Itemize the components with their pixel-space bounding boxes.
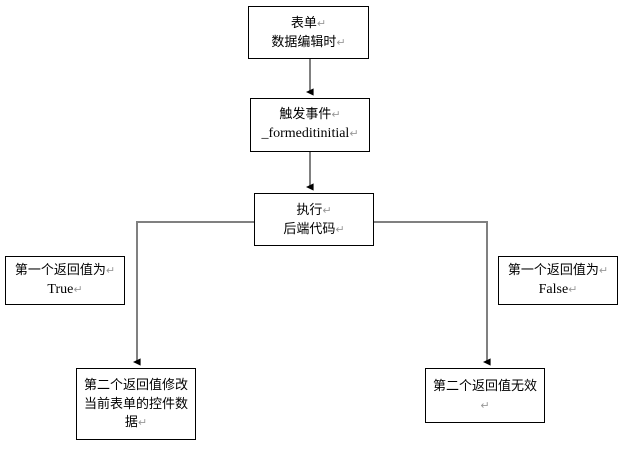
form-edit-node[interactable]: 表单↵ 数据编辑时↵ (248, 6, 369, 59)
form-edit-line-1: 表单↵ (290, 14, 327, 30)
pilcrow-mark: ↵ (322, 203, 332, 217)
pilcrow-mark: ↵ (105, 263, 116, 277)
first-return-false-line-1: 第一个返回值为↵ (507, 261, 609, 277)
first-return-true-node[interactable]: 第一个返回值为↵ True↵ (5, 256, 125, 305)
pilcrow-mark: ↵ (568, 282, 578, 296)
first-return-false-node[interactable]: 第一个返回值为↵ False↵ (498, 256, 618, 305)
pilcrow-mark: ↵ (336, 35, 346, 49)
second-return-modify-text: 第二个返回值修改当前表单的控件数据↵ (83, 376, 188, 430)
pilcrow-mark: ↵ (73, 282, 83, 296)
edge-backend-left-to-modify (132, 221, 254, 366)
pilcrow-mark: ↵ (480, 398, 490, 412)
pilcrow-mark: ↵ (316, 16, 327, 30)
second-return-invalid-node[interactable]: 第二个返回值无效↵ (425, 368, 545, 423)
pilcrow-mark: ↵ (598, 263, 609, 277)
execute-backend-line-1: 执行↵ (296, 201, 332, 217)
edge-backend-right-to-invalid (374, 221, 491, 366)
trigger-event-line-2: _formeditinitial↵ (261, 126, 359, 142)
execute-backend-node[interactable]: 执行↵ 后端代码↵ (254, 193, 374, 246)
pilcrow-mark: ↵ (349, 127, 359, 141)
second-return-invalid-text: 第二个返回值无效↵ (432, 377, 537, 412)
trigger-event-line-1: 触发事件↵ (279, 106, 341, 122)
second-return-modify-node[interactable]: 第二个返回值修改当前表单的控件数据↵ (76, 368, 196, 440)
pilcrow-mark: ↵ (331, 108, 341, 122)
first-return-true-line-2: True↵ (47, 281, 83, 297)
pilcrow-mark: ↵ (137, 416, 148, 430)
first-return-false-line-2: False↵ (538, 281, 578, 297)
pilcrow-mark: ↵ (335, 222, 345, 236)
execute-backend-line-2: 后端代码↵ (283, 220, 345, 236)
first-return-true-line-1: 第一个返回值为↵ (14, 261, 116, 277)
trigger-event-node[interactable]: 触发事件↵ _formeditinitial↵ (250, 98, 370, 152)
form-edit-line-2: 数据编辑时↵ (271, 33, 346, 49)
